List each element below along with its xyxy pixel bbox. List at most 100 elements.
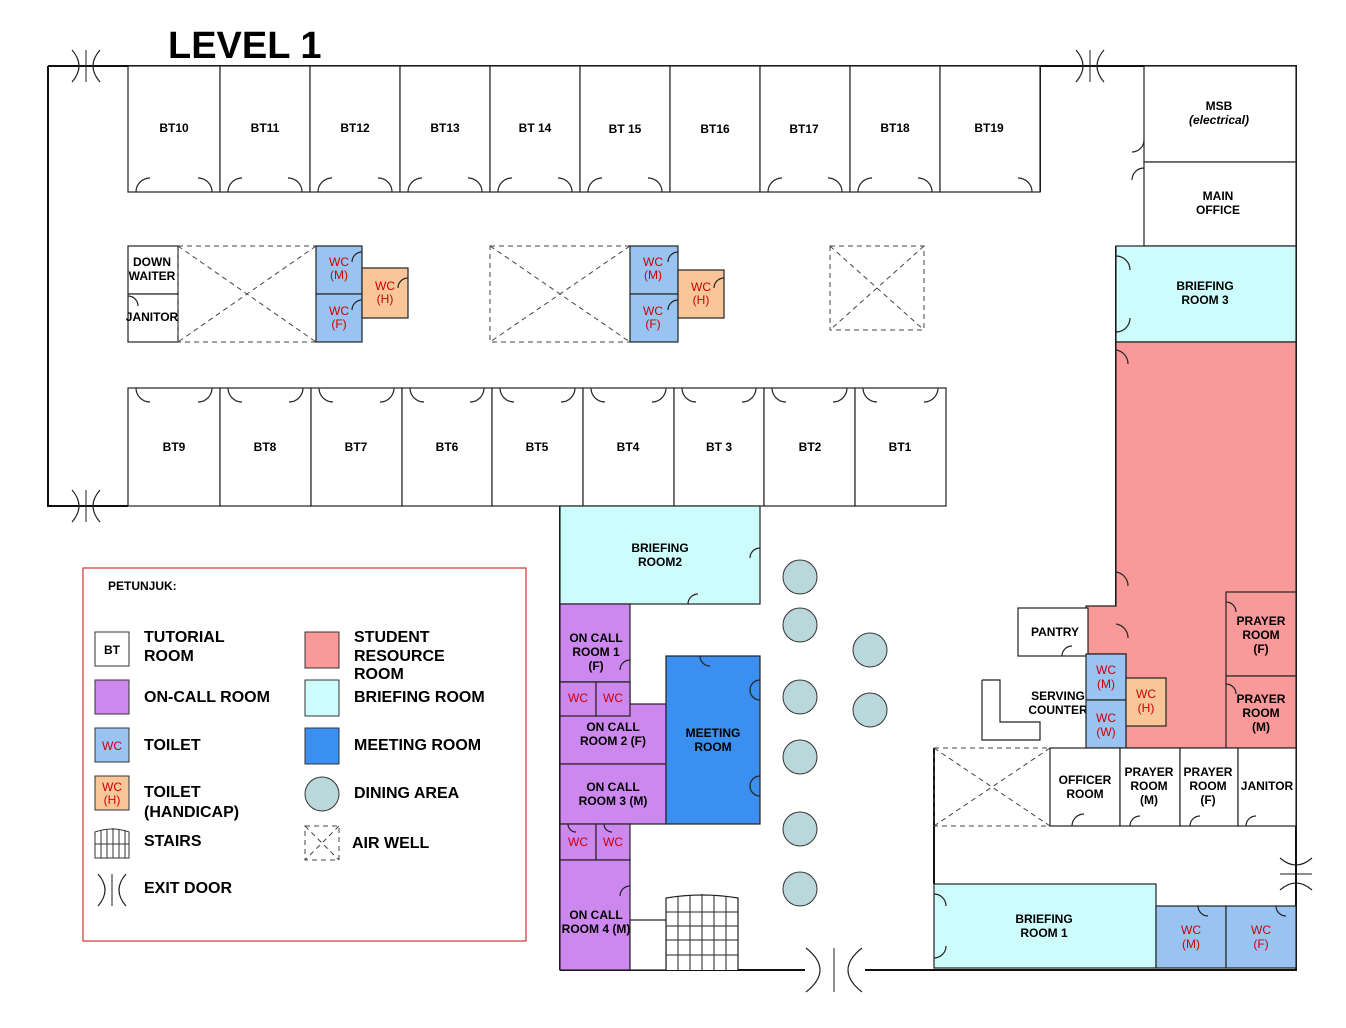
dining-table[interactable] bbox=[782, 739, 818, 775]
svg-text:WC: WC bbox=[603, 691, 623, 705]
svg-text:WAITER: WAITER bbox=[129, 269, 176, 283]
room-briefing-3[interactable] bbox=[1115, 245, 1297, 343]
room-officer[interactable] bbox=[1049, 747, 1121, 827]
room-bt19[interactable] bbox=[939, 65, 1041, 193]
svg-text:PRAYER: PRAYER bbox=[1237, 692, 1286, 706]
dining-table[interactable] bbox=[782, 871, 818, 907]
room-bt18[interactable] bbox=[849, 65, 941, 193]
dining-table[interactable] bbox=[852, 692, 888, 728]
room-bt16[interactable] bbox=[669, 65, 761, 193]
svg-text:(H): (H) bbox=[104, 793, 121, 807]
label-bt14: BT 14 bbox=[519, 121, 552, 135]
dining-table[interactable] bbox=[782, 607, 818, 643]
svg-text:ROOM: ROOM bbox=[694, 740, 731, 754]
room-on-call-1[interactable] bbox=[559, 603, 631, 683]
svg-text:PRAYER: PRAYER bbox=[1125, 765, 1174, 779]
room-meeting[interactable] bbox=[665, 655, 761, 825]
dining-table[interactable] bbox=[782, 559, 818, 595]
room-bt12[interactable] bbox=[309, 65, 401, 193]
svg-text:(F): (F) bbox=[645, 317, 660, 331]
svg-text:WC: WC bbox=[643, 304, 663, 318]
room-bt8[interactable] bbox=[219, 387, 312, 507]
label-bt15: BT 15 bbox=[609, 122, 642, 136]
svg-text:TOILET: TOILET bbox=[144, 737, 201, 754]
label-bt11: BT11 bbox=[251, 121, 280, 135]
label-bt13: BT13 bbox=[430, 121, 460, 135]
svg-text:BRIEFING: BRIEFING bbox=[1176, 279, 1233, 293]
svg-text:ROOM 3 (M): ROOM 3 (M) bbox=[579, 794, 648, 808]
svg-text:(F): (F) bbox=[1253, 642, 1268, 656]
room-bt2[interactable] bbox=[763, 387, 856, 507]
exit-door-icon[interactable] bbox=[71, 489, 101, 523]
svg-text:PRAYER: PRAYER bbox=[1184, 765, 1233, 779]
room-on-call-4[interactable] bbox=[559, 859, 631, 971]
serving-counter bbox=[981, 679, 1041, 741]
svg-text:ON CALL: ON CALL bbox=[569, 908, 622, 922]
svg-text:ROOM 2 (F): ROOM 2 (F) bbox=[580, 734, 646, 748]
svg-text:PANTRY: PANTRY bbox=[1031, 625, 1079, 639]
wc-oncall-c[interactable] bbox=[559, 823, 597, 861]
svg-text:BT 3: BT 3 bbox=[706, 440, 732, 454]
svg-text:WC: WC bbox=[568, 691, 588, 705]
room-bt17[interactable] bbox=[759, 65, 851, 193]
svg-text:WC: WC bbox=[102, 739, 122, 753]
wc-w[interactable] bbox=[1085, 699, 1127, 749]
svg-text:ROOM: ROOM bbox=[1242, 706, 1279, 720]
svg-text:COUNTER: COUNTER bbox=[1028, 703, 1088, 717]
wc-m-4[interactable] bbox=[1155, 905, 1227, 969]
wc-m-1[interactable] bbox=[315, 245, 363, 295]
exit-door-icon[interactable] bbox=[805, 947, 863, 993]
svg-text:WC: WC bbox=[1181, 923, 1201, 937]
svg-text:ROOM 1: ROOM 1 bbox=[572, 645, 620, 659]
svg-text:OFFICE: OFFICE bbox=[1196, 203, 1240, 217]
svg-text:(M): (M) bbox=[1182, 937, 1200, 951]
svg-text:BT2: BT2 bbox=[799, 440, 822, 454]
svg-text:(M): (M) bbox=[644, 268, 662, 282]
wc-f-2[interactable] bbox=[629, 293, 679, 343]
dining-table[interactable] bbox=[852, 632, 888, 668]
room-janitor-left[interactable] bbox=[127, 293, 179, 343]
svg-text:BRIEFING: BRIEFING bbox=[631, 541, 688, 555]
room-bt10[interactable] bbox=[127, 65, 221, 193]
wc-h-3[interactable] bbox=[1125, 677, 1167, 727]
room-bt15[interactable] bbox=[579, 65, 671, 193]
room-on-call-3[interactable] bbox=[559, 763, 667, 825]
room-bt9[interactable] bbox=[127, 387, 221, 507]
svg-text:AIR WELL: AIR WELL bbox=[352, 835, 430, 852]
exit-door-icon[interactable] bbox=[1075, 49, 1105, 83]
svg-text:MEETING: MEETING bbox=[686, 726, 741, 740]
dining-area bbox=[782, 559, 888, 907]
wc-h-1[interactable] bbox=[361, 267, 409, 319]
room-bt1[interactable] bbox=[854, 387, 947, 507]
dining-table[interactable] bbox=[782, 679, 818, 715]
svg-text:WC: WC bbox=[329, 255, 349, 269]
svg-text:PRAYER: PRAYER bbox=[1237, 614, 1286, 628]
room-main-office[interactable] bbox=[1143, 161, 1297, 247]
exit-door-icon[interactable] bbox=[71, 49, 101, 83]
wc-h-2[interactable] bbox=[677, 269, 725, 319]
wc-oncall-d[interactable] bbox=[595, 823, 631, 861]
room-prayer-f[interactable] bbox=[1225, 591, 1297, 677]
room-bt7[interactable] bbox=[310, 387, 403, 507]
room-pantry[interactable] bbox=[1017, 607, 1089, 657]
room-bt5[interactable] bbox=[491, 387, 584, 507]
exit-door-icon[interactable] bbox=[1279, 857, 1313, 891]
air-well-2 bbox=[489, 245, 631, 343]
room-bt3[interactable] bbox=[673, 387, 765, 507]
on-call-block: ON CALL ROOM 1 (F) WC WC WC WC ON CALL R… bbox=[559, 603, 667, 971]
svg-text:ROOM: ROOM bbox=[1189, 779, 1226, 793]
room-prayer-m[interactable] bbox=[1225, 675, 1297, 749]
svg-text:(F): (F) bbox=[588, 659, 603, 673]
svg-text:WC: WC bbox=[603, 835, 623, 849]
svg-text:WC: WC bbox=[1096, 711, 1116, 725]
dining-table[interactable] bbox=[782, 811, 818, 847]
svg-text:(M): (M) bbox=[1140, 793, 1158, 807]
room-bt11[interactable] bbox=[219, 65, 311, 193]
room-janitor-right[interactable] bbox=[1237, 747, 1297, 827]
room-briefing-2[interactable] bbox=[559, 505, 761, 605]
svg-text:(M): (M) bbox=[1097, 677, 1115, 691]
top-right-block: MSB (electrical) MAIN OFFICE bbox=[1131, 65, 1297, 247]
legend-heading: PETUNJUK: bbox=[108, 579, 177, 593]
room-msb[interactable] bbox=[1143, 65, 1297, 163]
